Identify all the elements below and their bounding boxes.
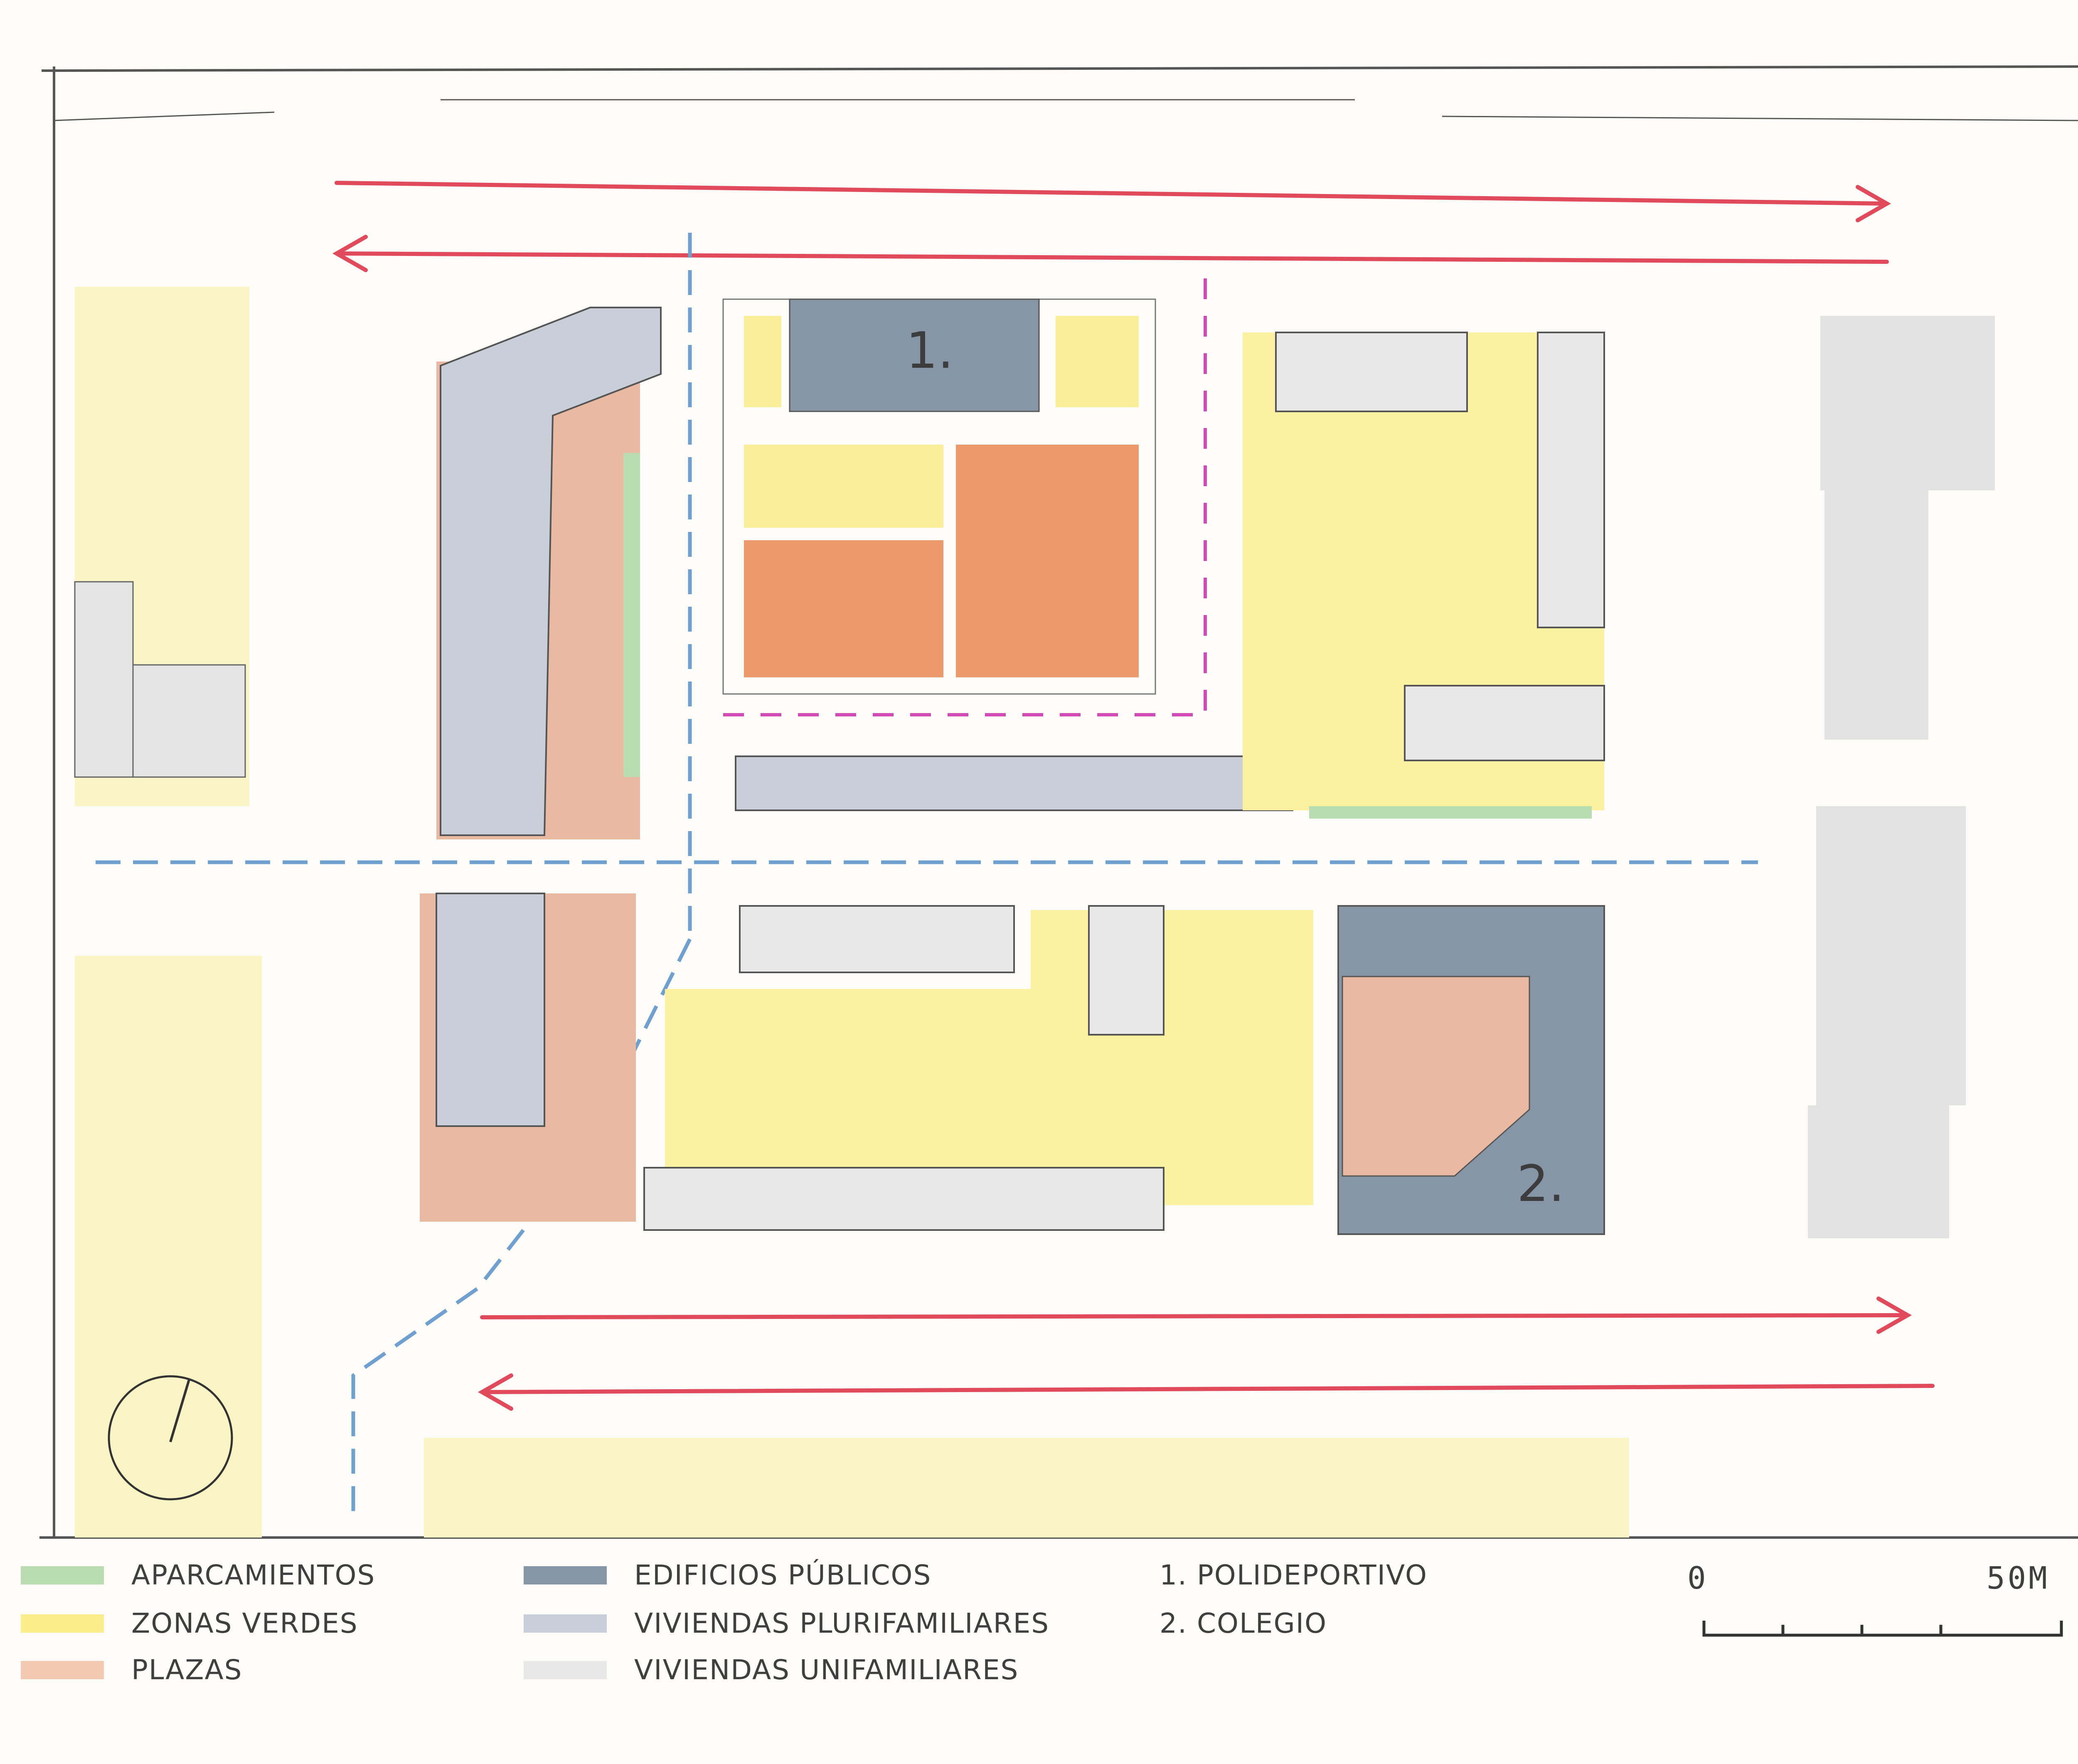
legend-item-col2-0: EDIFICIOS PÚBLICOS	[524, 1559, 931, 1591]
legend-swatch	[524, 1661, 607, 1679]
building-1-label: 1.	[906, 322, 954, 380]
scale-bar	[1702, 1621, 2063, 1637]
legend-item-col1-0: APARCAMIENTOS	[21, 1559, 375, 1591]
legend-swatch	[21, 1566, 104, 1584]
central-north-block: 1.	[722, 298, 1293, 811]
houses-east-3	[1816, 806, 1966, 1105]
multi-family-west-south	[436, 893, 545, 1127]
street-arrows	[332, 181, 1935, 1411]
south-block: 2.	[643, 905, 1605, 1235]
single-family-ne-2	[1537, 332, 1605, 628]
surrounding-blocks	[74, 287, 1995, 1538]
multi-family-west-north	[440, 307, 662, 836]
plaza-n2	[956, 445, 1139, 677]
single-family-ne-3	[1404, 685, 1605, 761]
scale-end-label: 50M	[1987, 1560, 2050, 1596]
single-family-s-2	[1088, 905, 1165, 1036]
houses-east-4	[1808, 1105, 1949, 1238]
single-family-s-1	[739, 905, 1015, 973]
house-west-1	[74, 581, 134, 778]
green-zone-south	[424, 1438, 1629, 1538]
house-west-2	[132, 664, 246, 778]
legend-swatch	[524, 1614, 607, 1633]
arrow-north-west	[335, 251, 1889, 264]
legend-item-col3-1: 2. COLEGIO	[1160, 1607, 1327, 1639]
polideportivo	[789, 298, 1040, 412]
legend-label: VIVIENDAS UNIFAMILIARES	[634, 1654, 1019, 1686]
scale-start-label: 0	[1687, 1560, 1709, 1596]
legend-label: ZONAS VERDES	[131, 1607, 358, 1639]
parking-ne	[1309, 806, 1592, 819]
legend-item-col1-1: ZONAS VERDES	[21, 1607, 358, 1639]
green-zone-south-top	[1031, 910, 1313, 1031]
legend-swatch	[524, 1566, 607, 1584]
legend-swatch	[21, 1661, 104, 1679]
single-family-s-3	[643, 1167, 1165, 1231]
arrow-north-east	[335, 181, 1889, 206]
north-east-block	[1243, 332, 1605, 819]
legend-label: APARCAMIENTOS	[131, 1559, 376, 1591]
green-zone-west-bottom	[75, 956, 262, 1538]
green-zone-n2	[1056, 316, 1139, 407]
legend-item-col2-1: VIVIENDAS PLURIFAMILIARES	[524, 1607, 1049, 1639]
arrow-south-east	[480, 1313, 1910, 1319]
legend-label: EDIFICIOS PÚBLICOS	[634, 1559, 932, 1591]
arrow-south-west	[480, 1384, 1935, 1394]
legend-label: PLAZAS	[131, 1654, 243, 1686]
green-zone-n3	[744, 445, 943, 528]
pedestrian-path	[723, 278, 1207, 716]
green-zone-n1	[744, 316, 781, 407]
plaza-colegio	[1342, 976, 1530, 1177]
north-arrow-icon	[108, 1375, 233, 1501]
legend-item-col1-2: PLAZAS	[21, 1654, 243, 1686]
legend-label: 2. COLEGIO	[1160, 1607, 1327, 1639]
legend-label: 1. POLIDEPORTIVO	[1160, 1559, 1428, 1591]
building-2-label: 2.	[1517, 1155, 1565, 1213]
west-block	[420, 307, 662, 1222]
legend-label: VIVIENDAS PLURIFAMILIARES	[634, 1607, 1050, 1639]
legend-item-col2-2: VIVIENDAS UNIFAMILIARES	[524, 1654, 1019, 1686]
single-family-ne-1	[1275, 332, 1468, 412]
parking-west	[623, 453, 640, 777]
houses-east-1	[1820, 316, 1995, 490]
legend-swatch	[21, 1614, 104, 1633]
houses-east-2	[1824, 490, 1928, 740]
plaza-n1	[744, 540, 943, 677]
legend-item-col3-0: 1. POLIDEPORTIVO	[1160, 1559, 1428, 1591]
